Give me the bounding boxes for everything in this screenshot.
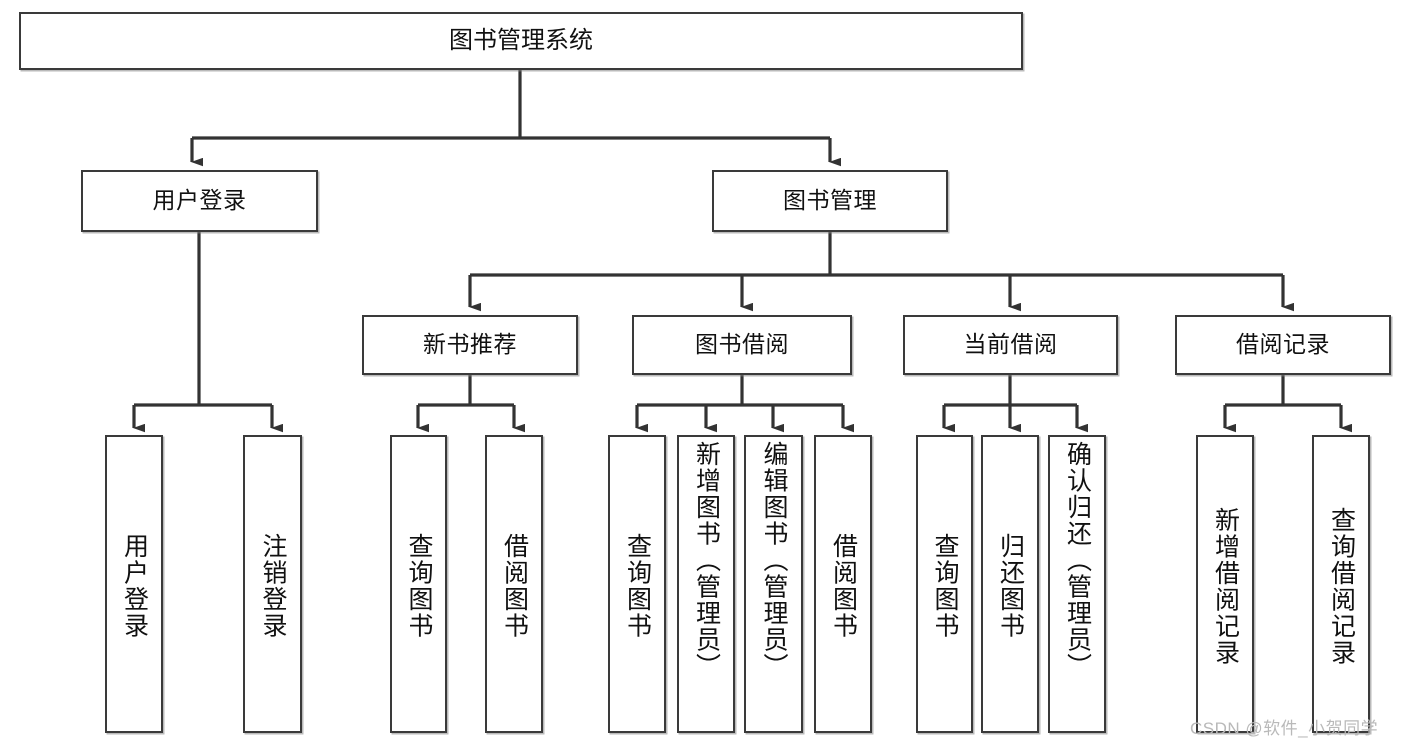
node-book-management-label: 图书管理 — [783, 187, 877, 214]
node-current-borrow[interactable]: 当前借阅 — [903, 315, 1118, 375]
leaf-current-borrow-query-label: 查询图书 — [931, 533, 959, 639]
leaf-book-borrow-query-label: 查询图书 — [623, 533, 652, 639]
leaf-book-borrow-borrow-label: 借阅图书 — [829, 533, 858, 639]
leaf-current-borrow-return-label: 归还图书 — [996, 533, 1025, 639]
node-root-system[interactable]: 图书管理系统 — [19, 12, 1023, 70]
node-root-system-label: 图书管理系统 — [449, 26, 593, 54]
node-book-borrow-label: 图书借阅 — [695, 331, 789, 358]
node-user-login[interactable]: 用户登录 — [81, 170, 318, 232]
node-user-login-label: 用户登录 — [152, 187, 247, 214]
leaf-borrow-record-query-label: 查询借阅记录 — [1327, 506, 1356, 666]
node-borrow-record-label: 借阅记录 — [1236, 331, 1330, 358]
leaf-current-borrow-query[interactable]: 查询图书 — [916, 435, 973, 733]
leaf-user-login-login-label: 用户登录 — [120, 533, 149, 639]
leaf-user-login-logout[interactable]: 注销登录 — [243, 435, 302, 733]
leaf-book-borrow-edit-label: 编辑图书（管理员） — [760, 441, 788, 680]
leaf-user-login-logout-label: 注销登录 — [259, 533, 287, 639]
leaf-borrow-record-query[interactable]: 查询借阅记录 — [1312, 435, 1370, 733]
leaf-new-book-borrow-label: 借阅图书 — [500, 533, 529, 639]
leaf-book-borrow-edit[interactable]: 编辑图书（管理员） — [744, 435, 803, 733]
leaf-new-book-query[interactable]: 查询图书 — [390, 435, 447, 733]
node-borrow-record[interactable]: 借阅记录 — [1175, 315, 1391, 375]
leaf-current-borrow-confirm[interactable]: 确认归还（管理员） — [1048, 435, 1106, 733]
node-current-borrow-label: 当前借阅 — [963, 331, 1058, 358]
leaf-book-borrow-add-label: 新增图书（管理员） — [692, 441, 721, 680]
leaf-current-borrow-confirm-label: 确认归还（管理员） — [1063, 441, 1092, 680]
leaf-new-book-borrow[interactable]: 借阅图书 — [485, 435, 543, 733]
leaf-user-login-login[interactable]: 用户登录 — [105, 435, 163, 733]
leaf-new-book-query-label: 查询图书 — [405, 533, 433, 639]
leaf-book-borrow-borrow[interactable]: 借阅图书 — [814, 435, 872, 733]
node-new-book-recommend-label: 新书推荐 — [423, 331, 517, 358]
leaf-book-borrow-add[interactable]: 新增图书（管理员） — [677, 435, 735, 733]
node-new-book-recommend[interactable]: 新书推荐 — [362, 315, 578, 375]
leaf-book-borrow-query[interactable]: 查询图书 — [608, 435, 666, 733]
node-book-management[interactable]: 图书管理 — [712, 170, 948, 232]
leaf-borrow-record-add[interactable]: 新增借阅记录 — [1196, 435, 1254, 733]
leaf-borrow-record-add-label: 新增借阅记录 — [1211, 506, 1240, 666]
node-book-borrow[interactable]: 图书借阅 — [632, 315, 852, 375]
leaf-current-borrow-return[interactable]: 归还图书 — [981, 435, 1039, 733]
